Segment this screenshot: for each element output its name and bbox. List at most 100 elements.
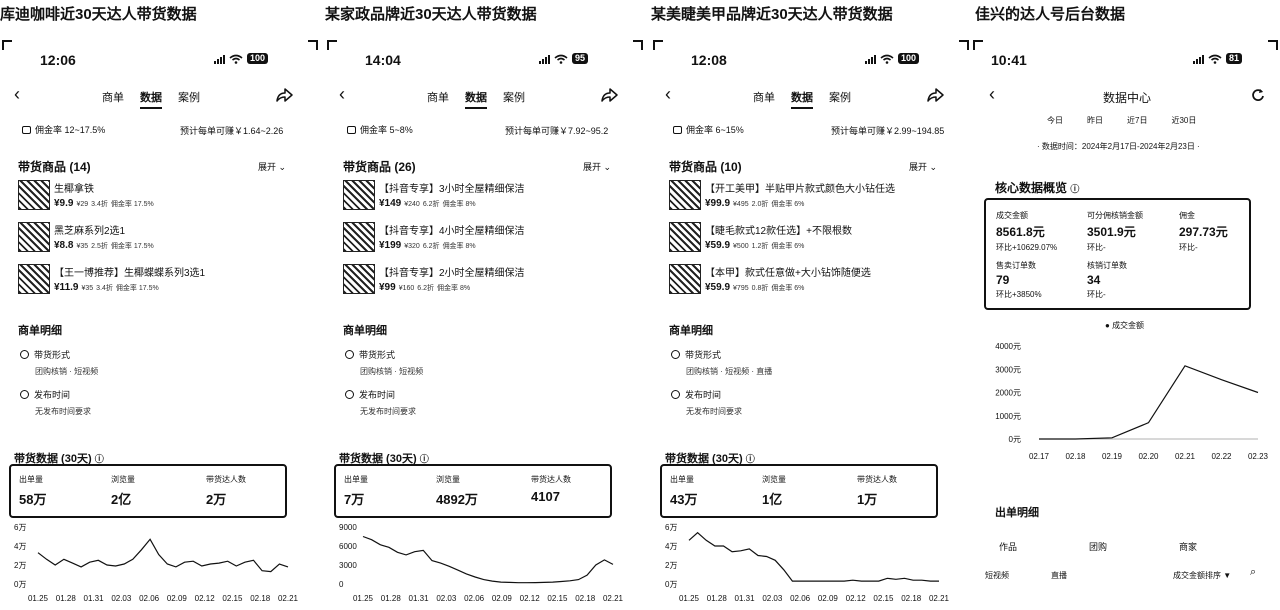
sort-dropdown[interactable]: 成交金额排序 ▼	[1173, 571, 1232, 580]
orders-filter-live[interactable]: 直播	[1051, 571, 1067, 580]
frame-corner-icon	[633, 40, 643, 50]
battery-icon: 95	[572, 53, 589, 64]
form-icon	[671, 350, 680, 359]
series-line	[1039, 365, 1259, 440]
back-icon[interactable]: ‹	[665, 84, 671, 104]
lock-icon	[673, 125, 682, 134]
time-row: 发布时间无发布时间要求	[671, 388, 742, 417]
back-icon[interactable]: ‹	[989, 84, 995, 104]
wifi-icon	[880, 54, 894, 64]
frame-corner-icon	[2, 40, 12, 50]
products-title: 带货商品 (26)	[343, 160, 416, 174]
legend-label: 成交金额	[1112, 321, 1145, 330]
core-value: 297.73元	[1179, 225, 1228, 239]
orig-price: ¥240	[404, 201, 420, 208]
orders-tab-group[interactable]: 团购	[1089, 542, 1108, 552]
detail-title: 商单明细	[669, 325, 713, 337]
info-icon[interactable]: ⓘ	[94, 454, 104, 464]
x-tick-label: 02.12	[520, 594, 541, 603]
expand-button[interactable]: 展开 ⌄	[258, 160, 286, 173]
tab-orders[interactable]: 商单	[753, 92, 775, 104]
status-icons: 100	[214, 53, 269, 64]
back-icon[interactable]: ‹	[339, 84, 345, 104]
expand-label: 展开	[909, 162, 928, 172]
panel-title: 佳兴的达人号后台数据	[975, 6, 1126, 23]
back-icon[interactable]: ‹	[14, 84, 20, 104]
x-tick-label: 01.31	[84, 594, 105, 603]
price-value: ¥149	[379, 198, 402, 209]
status-icons: 95	[539, 53, 589, 64]
time-value: 无发布时间要求	[686, 407, 742, 416]
tab-7days[interactable]: 近7日	[1127, 116, 1148, 125]
tab-today[interactable]: 今日	[1047, 116, 1063, 125]
form-row: 带货形式团购核销 · 短视频	[20, 348, 98, 377]
x-tick-label: 02.15	[873, 594, 894, 603]
data-title: 带货数据 (30天) ⓘ	[339, 450, 429, 466]
info-icon[interactable]: ⓘ	[1070, 184, 1080, 194]
expand-button[interactable]: 展开 ⌄	[909, 160, 937, 173]
signal-icon	[539, 54, 550, 64]
stat-value: 4107	[531, 489, 560, 504]
clock-icon	[345, 390, 354, 399]
rate: 佣金率 6%	[771, 243, 805, 250]
info-icon[interactable]: ⓘ	[419, 454, 429, 464]
expand-label: 展开	[583, 162, 602, 172]
expand-button[interactable]: 展开 ⌄	[583, 160, 611, 173]
orders-tab-works[interactable]: 作品	[999, 542, 1018, 552]
tab-data[interactable]: 数据	[791, 89, 813, 109]
tab-30days[interactable]: 近30日	[1171, 116, 1197, 125]
time-label: 发布时间	[685, 390, 722, 400]
x-tick-label: 02.09	[167, 594, 188, 603]
search-icon[interactable]: ⌕	[1250, 566, 1257, 578]
y-tick-label: 6000	[339, 542, 357, 551]
share-icon[interactable]	[926, 87, 944, 103]
y-tick-label: 3000元	[995, 365, 1021, 374]
tab-cases[interactable]: 案例	[503, 92, 525, 104]
time-row: 发布时间无发布时间要求	[20, 388, 91, 417]
rate: 佣金率 17.5%	[115, 285, 159, 292]
tab-orders[interactable]: 商单	[427, 92, 449, 104]
x-tick-label: 02.18	[250, 594, 271, 603]
rate: 佣金率 8%	[442, 201, 476, 208]
form-label: 带货形式	[685, 350, 722, 360]
product-name: 【睫毛款式12款任选】+不限根数	[705, 226, 852, 237]
orders-tab-merchant[interactable]: 商家	[1179, 542, 1198, 552]
tab-data[interactable]: 数据	[140, 89, 162, 109]
info-icon[interactable]: ⓘ	[745, 454, 755, 464]
tab-yesterday[interactable]: 昨日	[1087, 116, 1103, 125]
refresh-icon[interactable]	[1251, 88, 1265, 102]
stat-label: 带货达人数	[206, 475, 246, 484]
price-value: ¥9.9	[54, 198, 74, 209]
tab-orders[interactable]: 商单	[102, 92, 124, 104]
product-name: 【本甲】款式任意做+大小钻饰随便选	[705, 268, 871, 279]
orders-filter-video[interactable]: 短视频	[985, 571, 1009, 580]
x-tick-label: 02.03	[762, 594, 783, 603]
commission-text: 佣金率 12~17.5%	[35, 125, 106, 135]
tab-data[interactable]: 数据	[465, 89, 487, 109]
rate: 佣金率 8%	[442, 243, 476, 250]
tab-cases[interactable]: 案例	[829, 92, 851, 104]
data-range: · 数据时间：2024年2月17日-2024年2月23日 ·	[1037, 142, 1200, 151]
panel-2: 某家政品牌近30天达人带货数据 14:04 95 ‹ 商单 数据 案例 佣金率 …	[325, 0, 645, 610]
orig-price: ¥35	[76, 243, 89, 250]
nav-tabs: 商单 数据 案例	[427, 89, 525, 109]
rate: 佣金率 6%	[771, 201, 805, 208]
y-tick-label: 9000	[339, 523, 357, 532]
share-icon[interactable]	[275, 87, 293, 103]
core-value: 8561.8元	[996, 225, 1045, 239]
tab-cases[interactable]: 案例	[178, 92, 200, 104]
discount: 2.0折	[751, 201, 769, 208]
share-icon[interactable]	[600, 87, 618, 103]
